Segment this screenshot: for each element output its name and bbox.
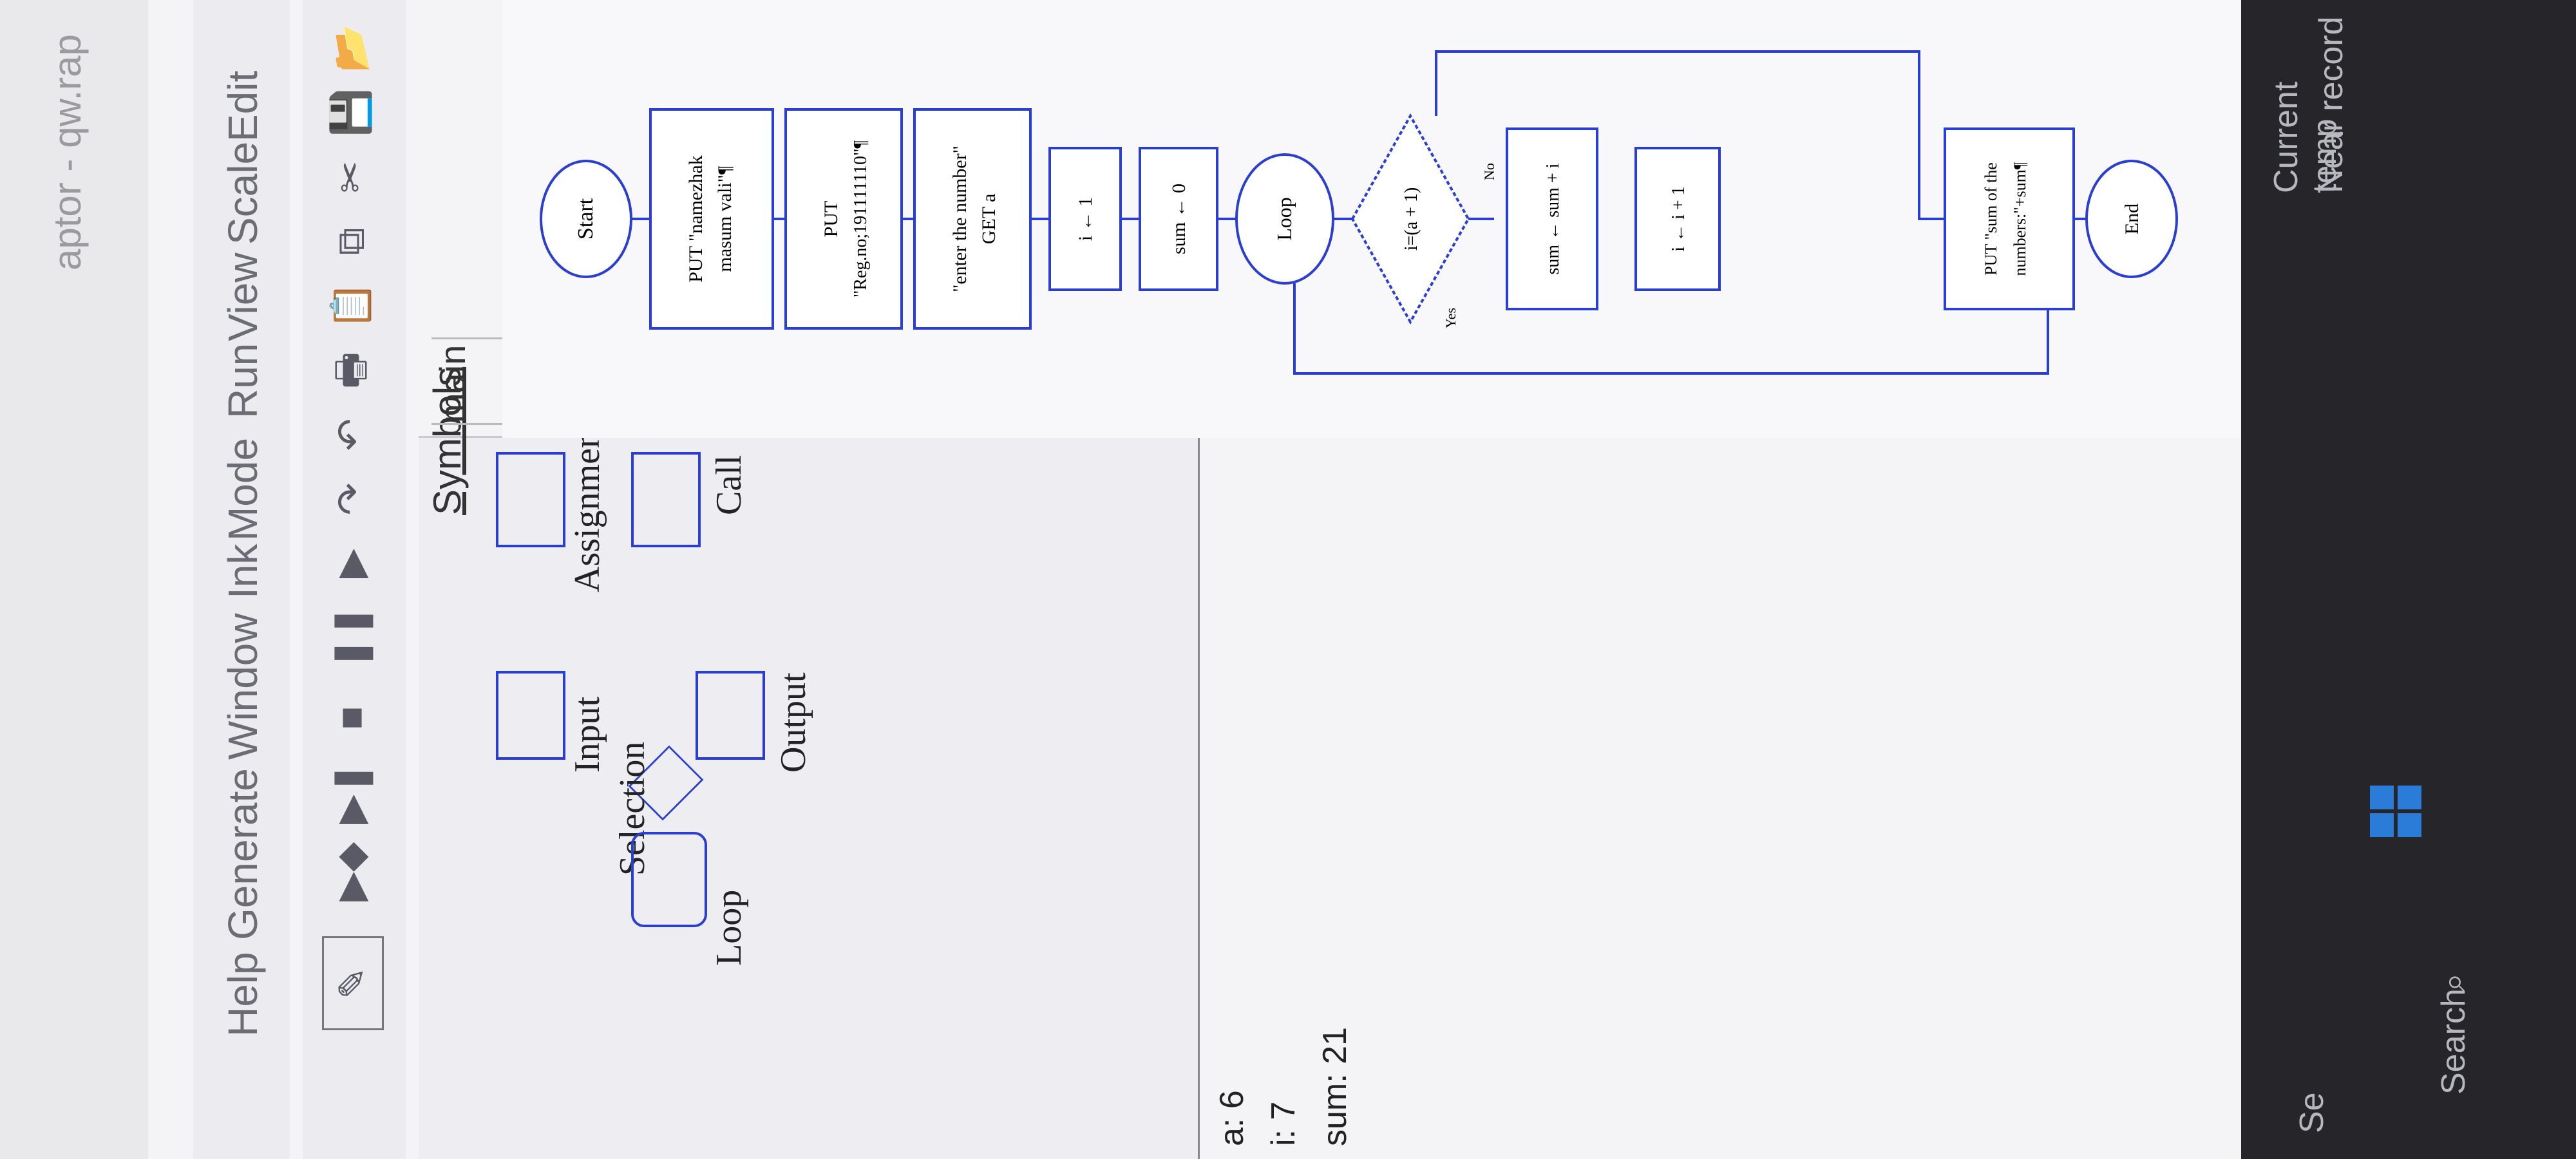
- print-icon[interactable]: 🖶: [329, 352, 372, 389]
- put-reg-node[interactable]: [784, 108, 903, 330]
- cut-icon[interactable]: ✂: [329, 160, 372, 194]
- menu-help[interactable]: Help: [220, 952, 266, 1037]
- weather-line2: Near record: [2313, 16, 2350, 193]
- put-sum-line2: numbers:"+sum¶: [2011, 162, 2029, 276]
- assign-i-text: i ← 1: [1075, 197, 1096, 241]
- window-title: aptor - qw.rap: [46, 34, 89, 270]
- assignment-symbol[interactable]: [496, 452, 565, 547]
- sum-update-text: sum ← sum + i: [1543, 163, 1563, 274]
- watch-i: i: 7: [1265, 1101, 1302, 1146]
- output-label: Output: [773, 672, 813, 773]
- input-label: Input: [567, 696, 607, 773]
- call-symbol[interactable]: [631, 452, 701, 547]
- search-label[interactable]: Search: [2435, 988, 2472, 1095]
- watch-sum: sum: 21: [1316, 1027, 1354, 1146]
- pause-icon[interactable]: ❚❚: [329, 605, 372, 670]
- menu-scale[interactable]: Scale: [220, 141, 266, 245]
- start-text: Start: [574, 198, 598, 240]
- put-sum-line1: PUT "sum of the: [1982, 162, 2000, 276]
- no-label: No: [1481, 163, 1497, 180]
- put-name-line1: PUT "namezhak: [685, 155, 706, 282]
- start-node[interactable]: [540, 160, 632, 278]
- tab-main-label: main: [432, 344, 473, 423]
- flowchart: Start PUT "namezhak masum vali"¶ PUT "Re…: [540, 50, 2178, 375]
- condition-text: i=(a + 1): [1401, 187, 1421, 250]
- end-node[interactable]: [2085, 160, 2178, 278]
- put-reg-line2: "Reg.no;191111110"¶: [851, 140, 871, 298]
- paste-icon[interactable]: 📋: [329, 281, 372, 330]
- watch-window: a: 6 i: 7 sum: 21: [1198, 438, 1586, 1159]
- play-icon[interactable]: ▶: [329, 548, 372, 579]
- loop-symbol[interactable]: [631, 832, 707, 927]
- windows-start-icon[interactable]: [2370, 786, 2421, 837]
- watch-a: a: 6: [1213, 1090, 1251, 1146]
- end-text: End: [2121, 203, 2143, 234]
- menu-ink[interactable]: Ink: [220, 543, 266, 599]
- toolbar: 📂 💾 ✂ ⧉ 📋 🖶 ↶ ↷ ▶ ❚❚ ■ ▶❚ ▶◆ ✎: [303, 0, 406, 1159]
- put-sum-node[interactable]: [1944, 127, 2075, 310]
- menu-mode[interactable]: Mode: [220, 437, 266, 541]
- assign-i-node[interactable]: [1048, 147, 1122, 291]
- i-update-text: i ← i + 1: [1669, 186, 1689, 251]
- loop-label: Loop: [709, 889, 749, 966]
- menu-run[interactable]: Run: [220, 343, 266, 419]
- menu-bar: Edit Scale View Run Mode Ink Window Gene…: [193, 0, 290, 1159]
- assign-sum-node[interactable]: [1139, 147, 1218, 291]
- i-update-node[interactable]: [1634, 147, 1721, 291]
- condition-node[interactable]: [1350, 113, 1470, 325]
- loop-node[interactable]: [1235, 153, 1334, 285]
- step-icon[interactable]: ▶❚: [329, 762, 372, 824]
- pen-icon[interactable]: ✎: [322, 936, 384, 1030]
- menu-view[interactable]: View: [220, 252, 266, 341]
- save-icon[interactable]: 💾: [329, 88, 372, 137]
- sum-update-node[interactable]: [1506, 127, 1598, 310]
- get-input-node[interactable]: [913, 108, 1032, 330]
- input-symbol[interactable]: [496, 671, 565, 760]
- assignment-label: Assignment: [567, 420, 607, 592]
- get-input-line1: "enter the number": [949, 146, 971, 292]
- undo-icon[interactable]: ↶: [329, 418, 372, 451]
- search-label-short: Se: [2293, 1092, 2331, 1133]
- put-reg-line1: PUT: [820, 201, 842, 238]
- put-name-line2: masum vali"¶: [714, 165, 735, 272]
- taskbar: Current temp Near record ⌕ Search Se: [2241, 0, 2576, 1159]
- flowchart-canvas: Start PUT "namezhak masum vali"¶ PUT "Re…: [502, 0, 2370, 438]
- put-name-node[interactable]: [649, 108, 774, 330]
- open-icon[interactable]: 📂: [329, 24, 372, 73]
- yes-label: Yes: [1443, 308, 1459, 328]
- menu-window[interactable]: Window: [220, 613, 266, 760]
- title-bar: aptor - qw.rap: [0, 0, 148, 1159]
- call-label: Call: [709, 455, 749, 515]
- redo-icon[interactable]: ↷: [329, 482, 372, 516]
- loop-text: Loop: [1273, 197, 1296, 241]
- stop-icon[interactable]: ■: [329, 706, 372, 730]
- menu-edit[interactable]: Edit: [220, 70, 266, 142]
- test-icon[interactable]: ▶◆: [329, 842, 372, 901]
- menu-generate[interactable]: Generate: [220, 768, 266, 940]
- tab-main[interactable]: main: [431, 337, 502, 425]
- copy-icon[interactable]: ⧉: [329, 227, 372, 256]
- get-input-line2: GET a: [978, 194, 999, 245]
- output-symbol[interactable]: [696, 671, 765, 760]
- assign-sum-text: sum ← 0: [1168, 184, 1189, 254]
